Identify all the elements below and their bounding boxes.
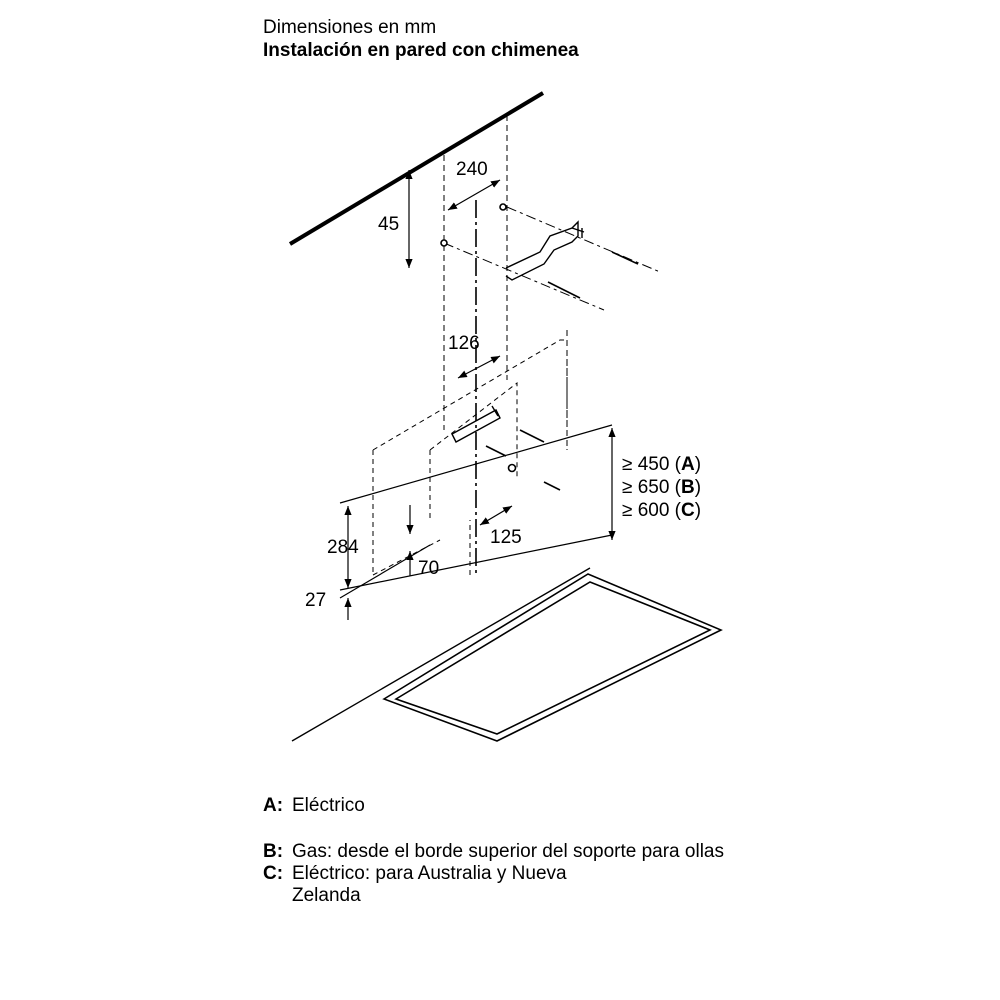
legend-text-b: Gas: desde el borde superior del soporte… [292,841,724,862]
dim-27-label: 27 [305,590,326,611]
dim-125-arrow [479,505,513,526]
clearance-c-label: ≥ 600 (C) [622,500,701,521]
legend: A: Eléctrico B: Gas: desde el borde supe… [263,795,783,907]
heading: Dimensiones en mm Instalación en pared c… [263,16,579,62]
legend-item-b: B: Gas: desde el borde superior del sopo… [263,841,783,863]
upper-screw-lines [443,206,661,311]
dim-45-label: 45 [378,214,399,235]
legend-key-c: C: [263,863,284,884]
dim-125-label: 125 [490,527,522,548]
legend-item-a: A: Eléctrico [263,795,783,817]
worktop [291,567,723,742]
legend-text-a: Eléctrico [292,795,365,816]
legend-text-c: Eléctrico: para Australia y Nueva Zeland… [292,863,567,906]
lower-bracket [451,405,501,443]
units-note: Dimensiones en mm [263,17,437,38]
dim-126-label: 126 [448,333,480,354]
lower-screws [485,429,561,491]
clearance-a-label: ≥ 450 (A) [622,454,701,475]
clearance-b-label: ≥ 650 (B) [622,477,701,498]
dim-126-arrow [457,355,501,379]
dim-240-arrow [447,179,501,211]
hood-edges [339,424,613,599]
dim-70-label: 70 [418,558,439,579]
hood-outline [372,339,568,576]
dim-284-label: 284 [327,537,359,558]
legend-key-a: A: [263,795,284,816]
installation-title: Instalación en pared con chimenea [263,40,579,61]
legend-key-b: B: [263,841,284,862]
legend-item-c: C: Eléctrico: para Australia y Nueva Zel… [263,863,783,907]
upper-screws [440,203,639,299]
upper-bracket [505,220,585,281]
ceiling-line [288,91,545,246]
dim-240-label: 240 [456,159,488,180]
